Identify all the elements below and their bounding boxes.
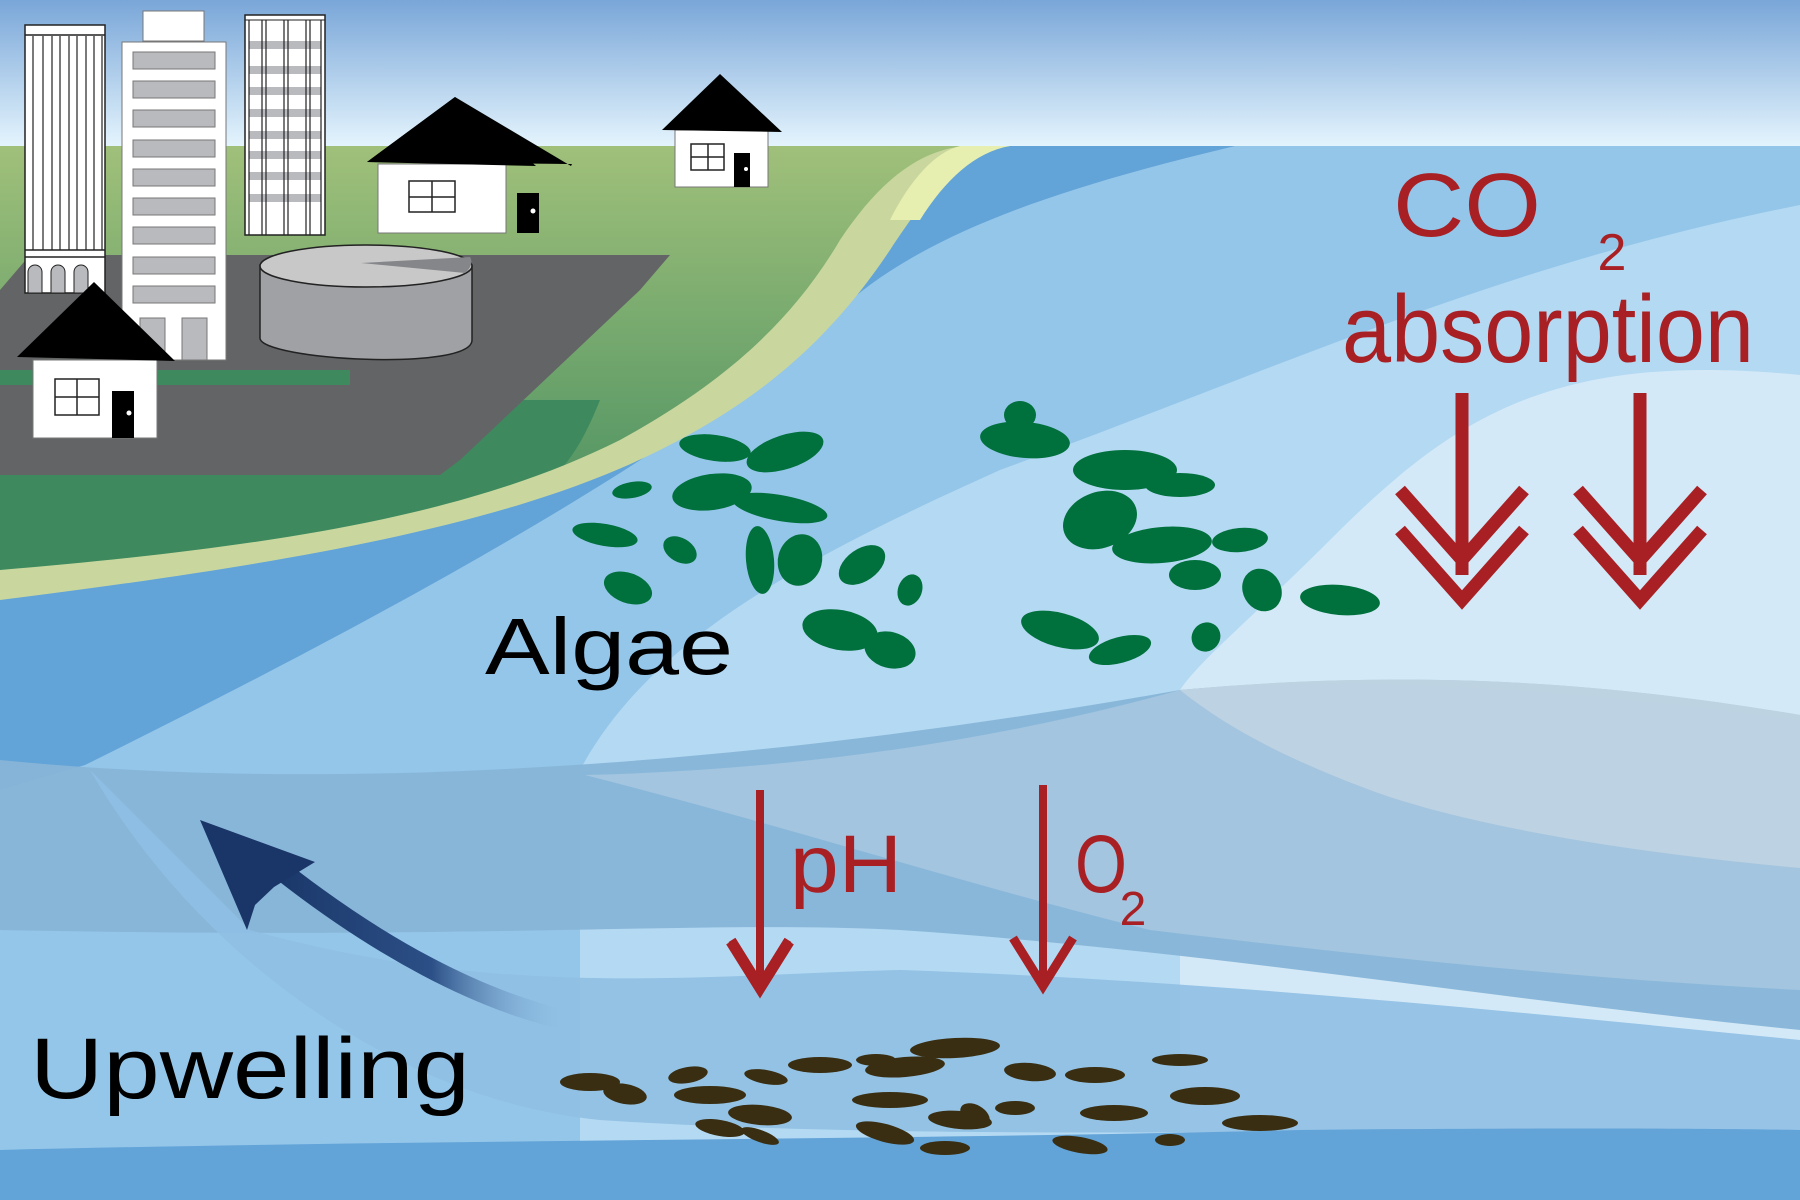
- ph-label: pH: [790, 819, 902, 910]
- algae-patch: [1145, 473, 1215, 497]
- algae-patch: [1300, 584, 1380, 616]
- tower-striped: [24, 24, 106, 294]
- beach-top-highlight: [890, 146, 1010, 220]
- dead-algae-patch: [603, 1083, 647, 1105]
- co2-double-arrow-right-icon: [1573, 393, 1707, 610]
- algae-patch: [777, 534, 823, 586]
- treatment-tank: [259, 244, 473, 361]
- co2-label: CO: [1393, 156, 1541, 256]
- dead-algae-patch: [1222, 1115, 1298, 1131]
- algae-bloom: [572, 401, 1380, 669]
- o2-label: O: [1075, 819, 1127, 910]
- absorption-label: absorption: [1342, 276, 1754, 383]
- upwelling-label: Upwelling: [30, 1021, 470, 1117]
- o2-subscript: 2: [1120, 883, 1147, 936]
- algae-patch: [1004, 401, 1036, 429]
- algae-patch: [897, 574, 923, 606]
- algae-patch: [745, 526, 775, 594]
- algae-patch: [802, 609, 878, 651]
- algae-patch: [1021, 610, 1099, 650]
- algae-patch: [572, 522, 638, 548]
- algae-patch: [746, 431, 824, 473]
- dead-algae-patch: [788, 1057, 852, 1073]
- algae-patch: [672, 473, 752, 511]
- algae-patch: [1112, 526, 1212, 564]
- dead-algae-patch: [855, 1121, 915, 1145]
- algae-patch: [980, 421, 1070, 459]
- algae-patch: [732, 492, 828, 524]
- ph-arrow-head: [726, 939, 794, 999]
- dead-algae-patch: [865, 1056, 945, 1078]
- dead-algae-patch: [1004, 1062, 1056, 1082]
- dead-algae-patch: [744, 1069, 788, 1085]
- dead-algae-patch: [852, 1092, 928, 1108]
- algae-patch: [612, 481, 652, 499]
- dead-algae-patch: [1152, 1054, 1208, 1066]
- algae-patch: [864, 631, 916, 669]
- algae-patch: [679, 434, 751, 462]
- seafloor-water: [0, 1128, 1800, 1200]
- algae-patch: [1212, 527, 1268, 553]
- bottom-mid-layer: [90, 770, 1800, 1133]
- dead-algae-patch: [920, 1141, 970, 1155]
- dead-algae-patch: [910, 1037, 1000, 1059]
- tower-banded: [121, 10, 227, 361]
- algae-patch: [1242, 568, 1282, 612]
- co2-double-arrow-left-icon: [1395, 393, 1529, 610]
- upwelling-arrow-icon: [200, 820, 568, 1030]
- dead-algae-patch: [695, 1119, 745, 1137]
- dead-algae-patch: [1052, 1135, 1108, 1155]
- house-middle: [367, 97, 572, 234]
- dead-algae-patch: [960, 1103, 990, 1127]
- dead-algae-patch: [741, 1127, 779, 1145]
- algae-patch: [1169, 560, 1221, 590]
- algae-patch: [1088, 634, 1152, 666]
- house-front: [17, 282, 175, 439]
- dead-algae-patch: [1065, 1067, 1125, 1083]
- algae-patch: [663, 536, 697, 564]
- o2-arrow-head: [1009, 935, 1077, 995]
- dead-algae-patch: [560, 1073, 620, 1091]
- algae-patch: [838, 545, 886, 585]
- dead-algae-patch: [674, 1086, 746, 1104]
- dead-algae-patch: [668, 1066, 708, 1084]
- algae-label: Algae: [485, 602, 733, 691]
- hypoxic-layer-right: [1180, 679, 1800, 868]
- algae-patch: [1191, 622, 1221, 652]
- algae-patch: [603, 571, 653, 605]
- dead-algae-sediment: [560, 1037, 1298, 1155]
- dead-algae-patch: [995, 1101, 1035, 1115]
- tower-grid: [244, 14, 326, 236]
- house-far: [662, 74, 782, 188]
- dead-algae-patch: [1170, 1087, 1240, 1105]
- dead-algae-patch: [1155, 1134, 1185, 1146]
- algae-patch: [1063, 490, 1137, 550]
- dead-algae-patch: [1080, 1105, 1148, 1121]
- dead-algae-patch: [728, 1104, 792, 1126]
- co2-subscript: 2: [1598, 224, 1627, 282]
